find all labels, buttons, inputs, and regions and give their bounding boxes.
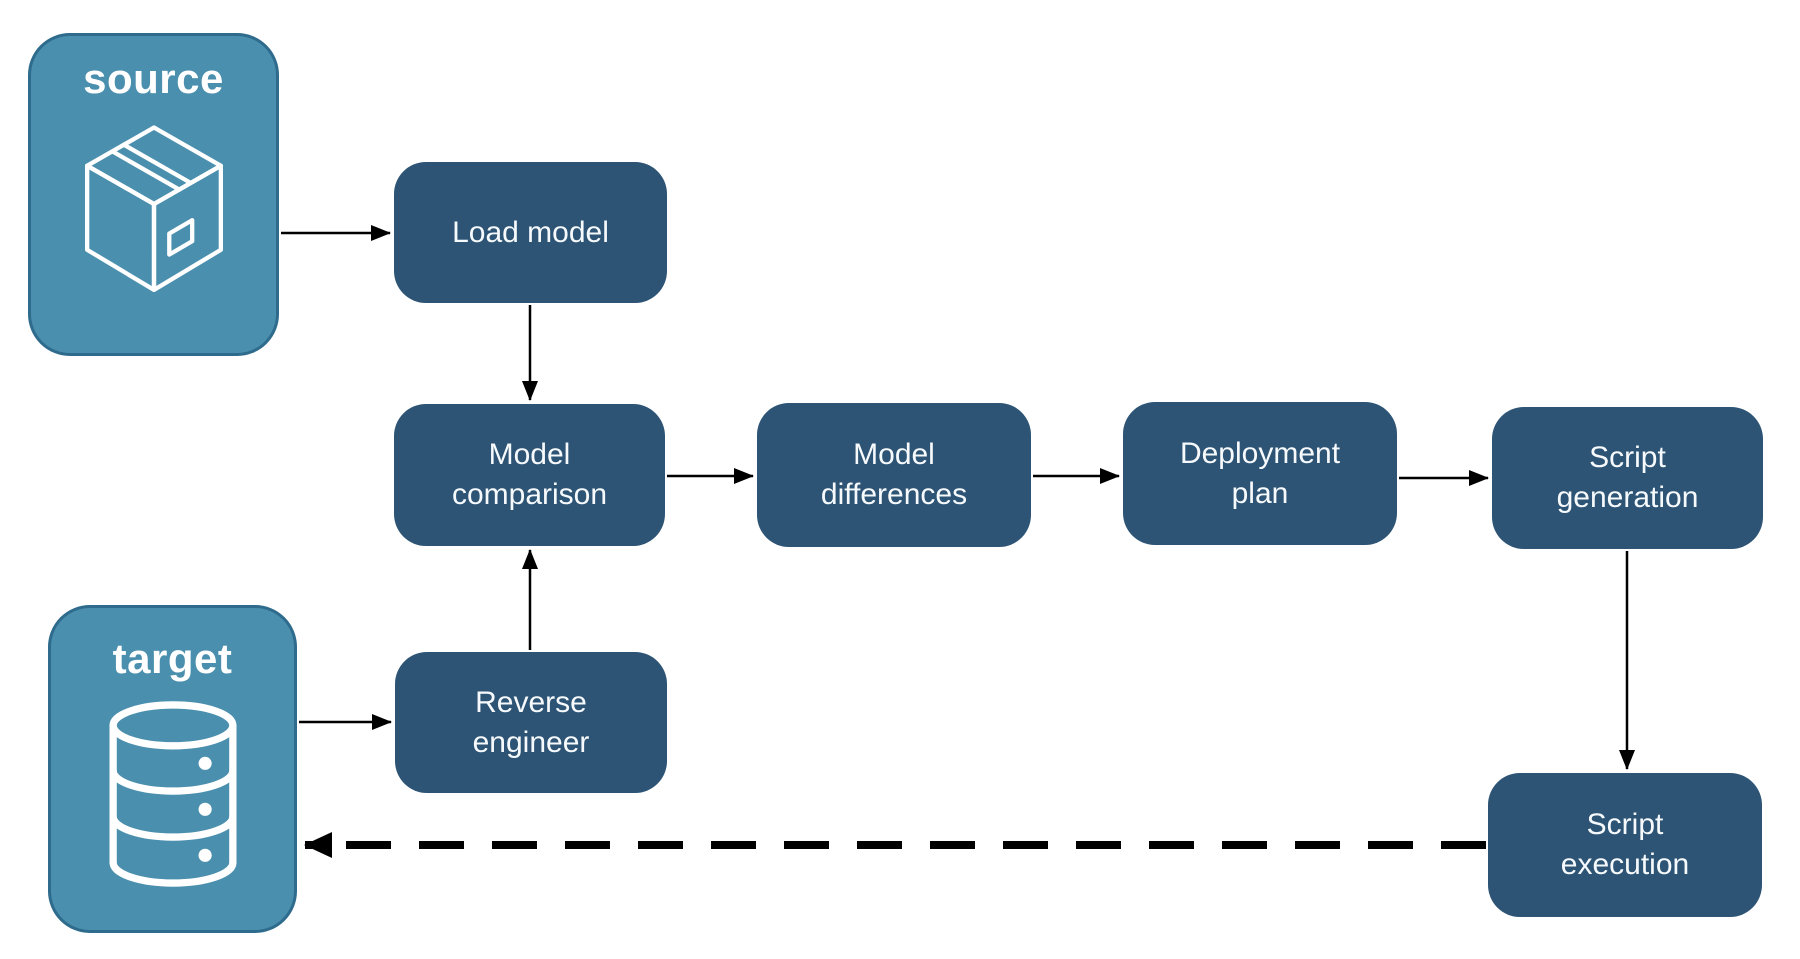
database-icon xyxy=(108,701,237,888)
node-script-generation: Script generation xyxy=(1492,407,1763,549)
model-comparison-label: Model comparison xyxy=(451,438,608,511)
node-model-differences: Model differences xyxy=(757,403,1031,547)
node-target: target xyxy=(48,605,297,933)
package-icon xyxy=(84,125,223,293)
load-model-label: Load model xyxy=(452,215,609,249)
source-label: source xyxy=(83,55,224,102)
model-differences-label: Model differences xyxy=(820,438,968,511)
node-script-execution: Script execution xyxy=(1488,773,1762,917)
reverse-engineer-label: Reverse engineer xyxy=(472,685,590,759)
node-source: source xyxy=(28,33,279,356)
node-reverse-engineer: Reverse engineer xyxy=(395,652,667,793)
node-model-comparison: Model comparison xyxy=(394,404,665,546)
script-generation-label: Script generation xyxy=(1556,441,1699,514)
node-load-model: Load model xyxy=(394,162,667,303)
target-label: target xyxy=(112,635,233,682)
deployment-plan-label: Deployment plan xyxy=(1179,436,1341,510)
node-deployment-plan: Deployment plan xyxy=(1123,402,1397,545)
script-execution-label: Script execution xyxy=(1560,808,1690,881)
